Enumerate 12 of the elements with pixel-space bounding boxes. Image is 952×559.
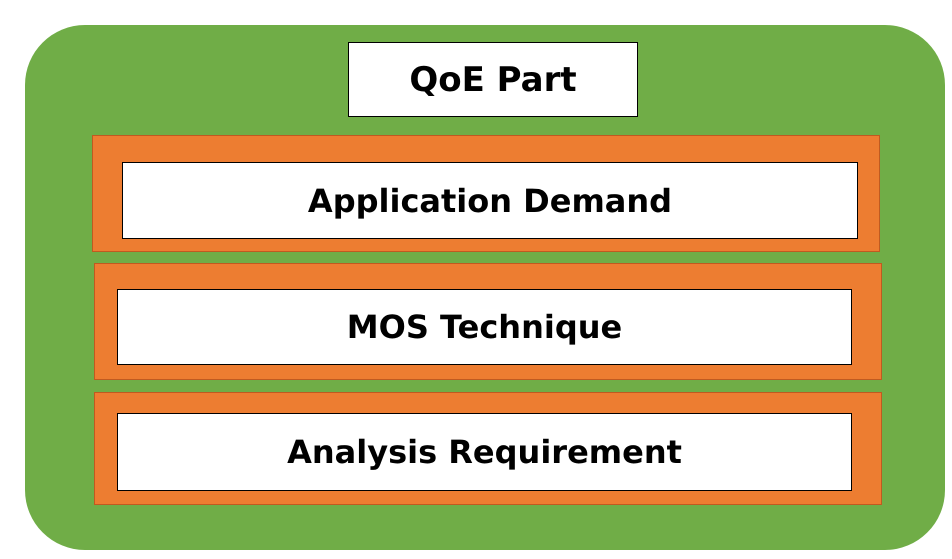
label-box (117, 289, 852, 365)
band (94, 263, 882, 380)
band (92, 135, 880, 252)
label-text: MOS Technique (346, 308, 622, 346)
label-text: QoE Part (409, 60, 577, 100)
label-box (117, 413, 852, 491)
label-text: Application Demand (308, 182, 672, 220)
label-box (122, 162, 858, 239)
label-text: Analysis Requirement (287, 433, 682, 471)
label-box (348, 42, 638, 117)
band (94, 392, 882, 505)
container-panel (25, 25, 945, 550)
